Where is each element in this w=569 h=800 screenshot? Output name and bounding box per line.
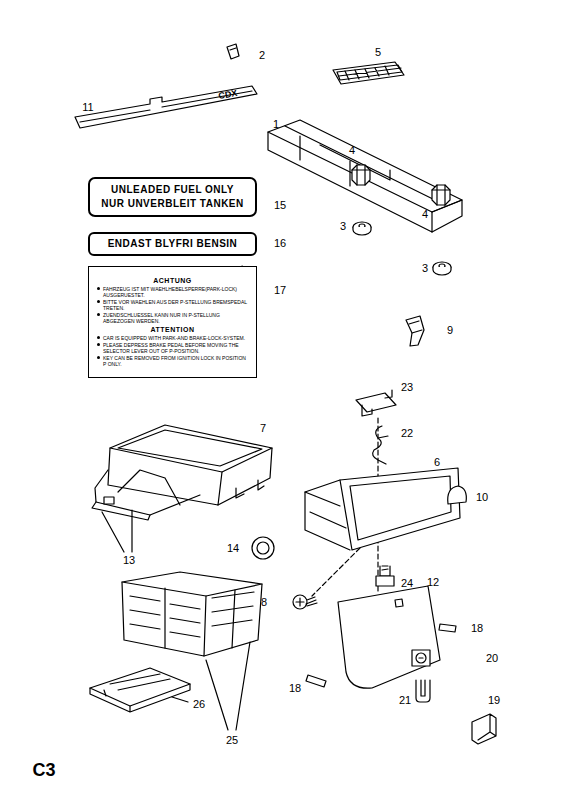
callout-number: 16 [274,238,286,249]
bullet-dot [97,287,100,290]
callout-number: 17 [274,285,286,296]
text-run: KEY CAN BE REMOVED FROM IGNITION LOCK IN… [103,355,246,367]
leader-line [102,510,132,552]
callout-number: 24 [401,578,413,589]
text-run: CAR IS EQUIPPED WITH PARK-AND BRAKE-LOCK… [103,335,245,341]
callout-number: 12 [427,577,439,588]
warning-text: PLEASE DEPRESS BRAKE PEDAL BEFORE MOVING… [97,342,248,354]
callout-number: 5 [375,47,381,58]
text-run: BITTE VOR WAEHLEN AUS DER P-STELLUNG BRE… [103,299,247,311]
warning-text: FAHRZEUG IST MIT WAEHLHEBELSPERRE(PARK-L… [97,286,248,298]
leader-line [172,697,188,702]
washer [353,222,451,275]
callout-number: 15 [274,200,286,211]
callout-number: 23 [401,382,413,393]
callout-number: 1 [273,119,279,130]
text-run: ATTENTION [150,326,194,333]
page-code: C3 [32,761,55,779]
tray [92,425,272,520]
wire-spring [373,426,388,464]
bolt [376,566,394,586]
callout-number: 21 [399,695,411,706]
callout-number: 7 [260,423,266,434]
text-run: ZUENDSCHLUESSEL KANN NUR IN P-STELLUNG A… [103,312,220,324]
text-run: FAHRZEUG IST MIT WAEHLHEBELSPERRE(PARK-L… [103,286,237,298]
callout-number: 14 [227,543,239,554]
decal: ACHTUNG FAHRZEUG IST MIT WAEHLHEBELSPERRE… [88,266,257,378]
warning-text: ZUENDSCHLUESSEL KANN NUR IN P-STELLUNG A… [97,312,248,324]
bullet-dot [97,336,100,339]
callout-number: 9 [447,325,453,336]
bullet-dot [97,300,100,303]
support-bracket [268,120,462,232]
text-run: PLEASE DEPRESS BRAKE PEDAL BEFORE MOVING… [103,342,239,354]
clip [406,316,424,346]
bullet-dot [97,313,100,316]
text-run: NUR UNVERBLEIT TANKEN [101,198,244,209]
text-run: ENDAST BLYFRI BENSIN [108,238,238,249]
callout-number: 6 [434,457,440,468]
warning-text: KEY CAN BE REMOVED FROM IGNITION LOCK IN… [97,355,248,367]
decal-text: UNLEADED FUEL ONLY [96,184,249,196]
lock-barrel [412,650,430,666]
callout-number: 25 [226,735,238,746]
nut [352,165,450,205]
glove-box [305,468,460,550]
callout-number: 3 [340,221,346,232]
callout-number: 11 [82,102,93,113]
plug [252,537,274,559]
spring-clip [356,390,396,416]
callout-number: 8 [261,597,267,608]
trim-strip [75,86,257,128]
decal-text: ENDAST BLYFRI BENSIN [96,238,249,250]
callout-number: 20 [486,653,498,664]
text-run: ACHTUNG [153,277,192,284]
screw [293,595,317,609]
u-clip [416,680,430,702]
callout-number: 13 [123,555,135,566]
glove-box-lid [338,586,440,688]
decal-text: ACHTUNG [97,277,248,285]
callout-number: 18 [471,623,483,634]
callout-number: 22 [401,428,413,439]
callout-number: 3 [422,263,428,274]
decal: UNLEADED FUEL ONLY NUR UNVERBLEIT TANKEN [88,177,257,217]
bullet-dot [97,343,100,346]
callout-number: 4 [349,145,355,156]
callout-number: 19 [488,695,500,706]
text-run: UNLEADED FUEL ONLY [111,184,234,195]
pin [306,624,456,687]
decal-text: NUR UNVERBLEIT TANKEN [96,198,249,210]
callout-number: 2 [259,50,265,61]
decal: ENDAST BLYFRI BENSIN [88,232,257,256]
clip [227,44,239,59]
cassette-box [122,572,262,656]
callout-number: 26 [193,699,205,710]
cap [472,714,496,744]
bullet-dot [97,356,100,359]
callout-number: 4 [422,209,428,220]
decal-text: ATTENTION [97,326,248,334]
badge-text: CDX [218,89,238,101]
knob [448,486,467,504]
callout-number: 18 [289,683,301,694]
grille [333,62,404,84]
warning-text: BITTE VOR WAEHLEN AUS DER P-STELLUNG BRE… [97,299,248,311]
leader-line [206,642,250,730]
cassette [90,668,190,712]
callout-number: 10 [476,492,488,503]
warning-text: CAR IS EQUIPPED WITH PARK-AND BRAKE-LOCK… [97,335,248,341]
